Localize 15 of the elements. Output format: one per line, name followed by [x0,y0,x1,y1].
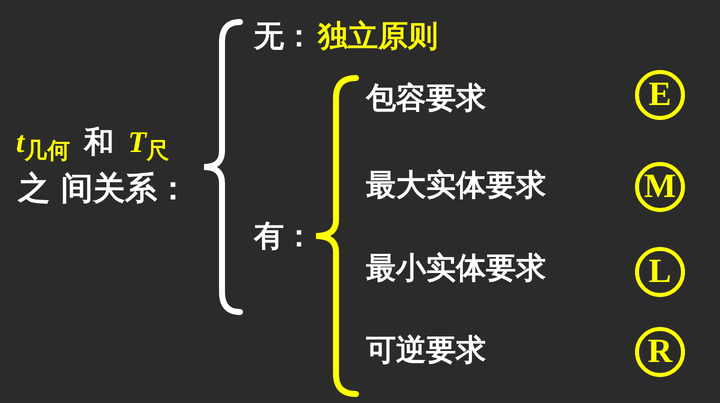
branch-label: 有： [254,218,314,256]
requirement-label: 包容要求 [366,80,486,118]
symbol-label: t$_{几何}$ [16,125,70,162]
symbol-label: T$_{尺}$ [128,125,170,162]
circled-symbol: R [635,327,685,377]
circled-symbol: M [635,162,685,212]
principle-label: 独立原则 [318,18,438,56]
relation-label: 之 间关系： [18,168,190,208]
requirement-label: 可逆要求 [366,332,486,370]
requirement-label: 最大实体要求 [366,167,546,204]
connector-word: 和 [84,124,114,162]
branch-label: 无： [254,18,314,56]
circled-symbol: E [635,70,685,120]
circled-symbol: L [635,247,685,297]
requirement-label: 最小实体要求 [366,250,546,288]
